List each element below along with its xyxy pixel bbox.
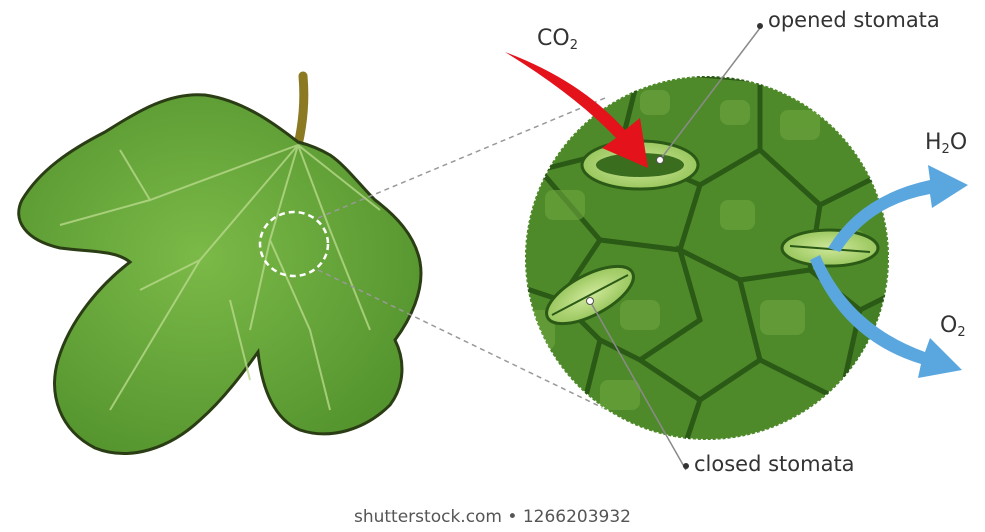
leaf-blade [19,95,421,454]
fig-leaf [19,76,421,453]
opened-stomata-bullet [757,23,763,29]
watermark-text: shutterstock.com • 1266203932 [0,507,985,527]
magnified-epidermis [500,60,900,460]
co2-label: CO2 [537,26,578,53]
closed-stomata-bullet [683,463,689,469]
o2-label: O2 [940,313,966,340]
leaf-stem [298,76,304,145]
h2o-label: H2O [925,130,967,157]
closed-stomata-label: closed stomata [694,452,855,476]
opened-stomata-label: opened stomata [768,8,940,32]
